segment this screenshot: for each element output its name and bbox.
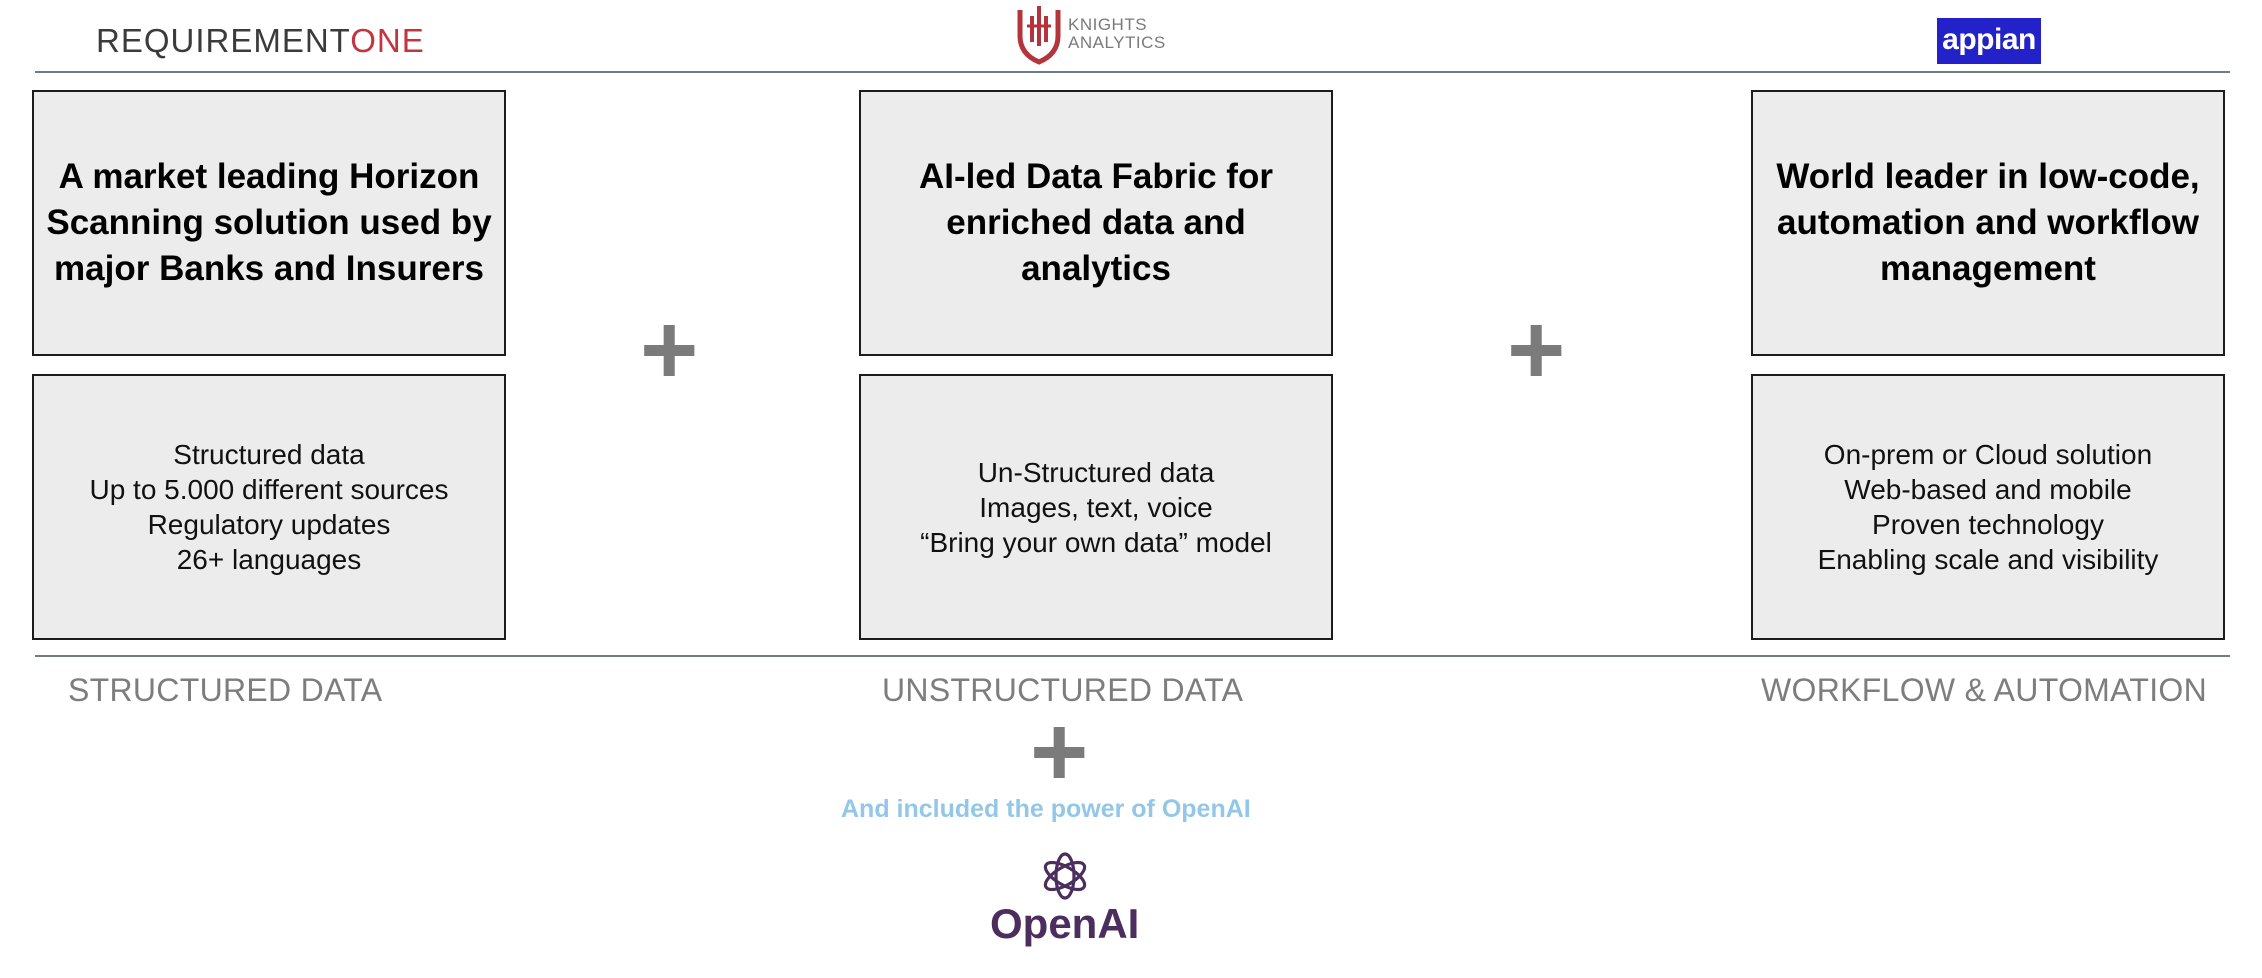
- detail-line: Regulatory updates: [147, 509, 391, 540]
- detail-line: Web-based and mobile: [1844, 474, 2132, 505]
- requirementone-logo-part2: ONE: [350, 22, 425, 59]
- detail-line: Images, text, voice: [979, 491, 1213, 523]
- openai-wordmark: OpenAI: [990, 900, 1140, 947]
- bottom-divider: [35, 655, 2230, 657]
- requirementone-headline-box: A market leading Horizon Scanning soluti…: [32, 90, 506, 356]
- openai-tagline: And included the power of OpenAI: [841, 795, 1251, 823]
- requirementone-logo: REQUIREMENTONE: [96, 22, 425, 60]
- detail-line: “Bring your own data” model: [920, 526, 1272, 558]
- category-workflow-automation: WORKFLOW & AUTOMATION: [1761, 672, 2208, 708]
- appian-headline-box: World leader in low-code, automation and…: [1751, 90, 2225, 356]
- appian-logo: appian: [1937, 18, 2041, 64]
- appian-headline: World leader in low-code, automation and…: [1776, 157, 2200, 288]
- requirementone-headline: A market leading Horizon Scanning soluti…: [46, 157, 492, 288]
- detail-line: On-prem or Cloud solution: [1823, 439, 2153, 470]
- knights-shield-icon: [1017, 6, 1061, 65]
- detail-line: Enabling scale and visibility: [1817, 544, 2159, 575]
- plus-icon: +: [1030, 696, 1089, 808]
- detail-line: Structured data: [173, 439, 365, 470]
- plus-icon: +: [1507, 294, 1566, 406]
- knights-logo-line1: KNIGHTS: [1068, 15, 1148, 34]
- knights-details-box: Un-Structured data Images, text, voice “…: [859, 374, 1333, 640]
- knights-logo-line2: ANALYTICS: [1068, 33, 1166, 52]
- requirementone-logo-part1: REQUIREMENT: [96, 22, 351, 59]
- requirementone-details-box: Structured data Up to 5.000 different so…: [32, 374, 506, 640]
- detail-line: Un-Structured data: [977, 456, 1215, 488]
- plus-icon: +: [640, 294, 699, 406]
- detail-line: Up to 5.000 different sources: [89, 474, 449, 505]
- detail-line: 26+ languages: [176, 544, 362, 575]
- knights-headline: AI-led Data Fabric for enriched data and…: [919, 157, 1273, 288]
- knights-analytics-logo: KNIGHTS ANALYTICS: [1014, 2, 1166, 66]
- openai-knot-icon: [1043, 852, 1087, 900]
- detail-line: Proven technology: [1872, 509, 2104, 540]
- category-unstructured-data: UNSTRUCTURED DATA: [882, 672, 1244, 708]
- knights-headline-box: AI-led Data Fabric for enriched data and…: [859, 90, 1333, 356]
- appian-details-box: On-prem or Cloud solution Web-based and …: [1751, 374, 2225, 640]
- top-divider: [35, 71, 2230, 73]
- category-structured-data: STRUCTURED DATA: [68, 672, 383, 708]
